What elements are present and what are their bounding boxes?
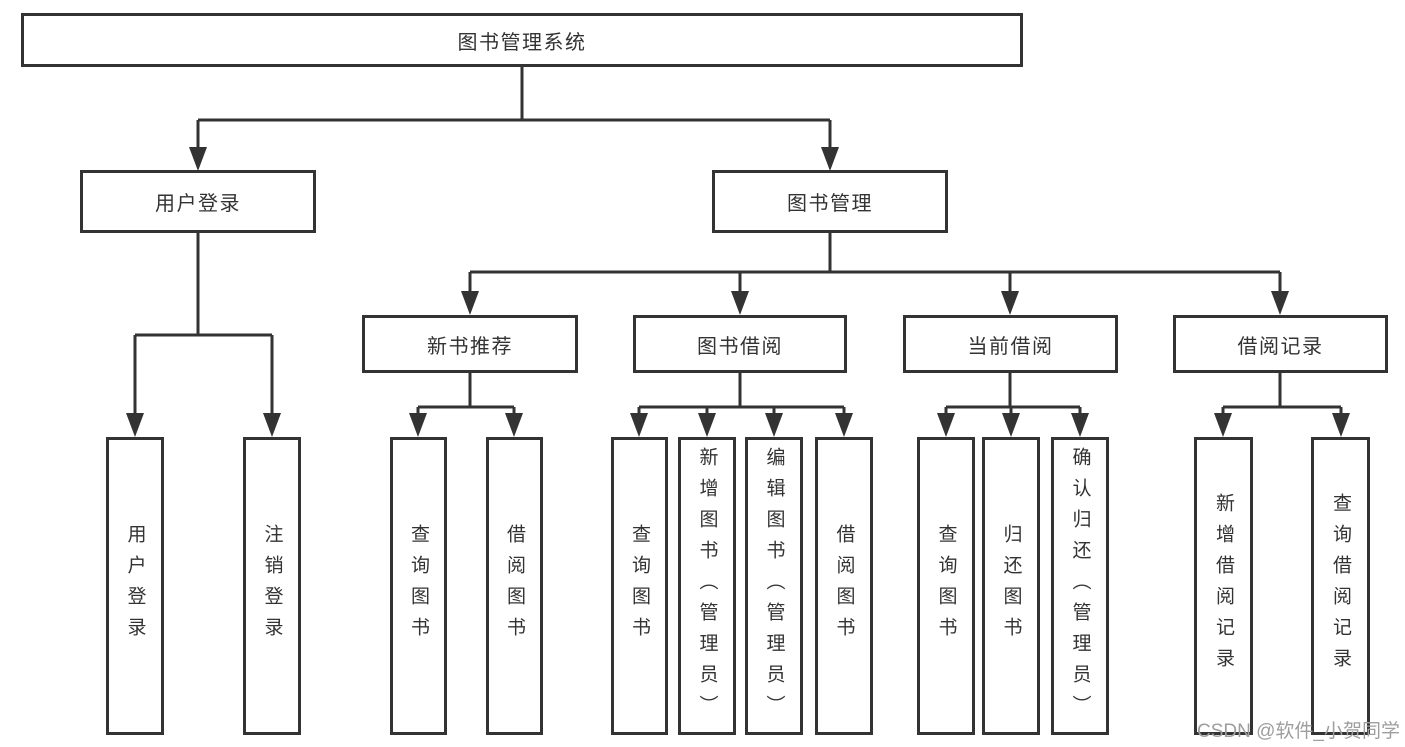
leaf-label: 查询图书 bbox=[629, 524, 650, 648]
leaf-query-books-current: 查询图书 bbox=[917, 437, 975, 735]
node-label: 借阅记录 bbox=[1237, 335, 1324, 358]
leaf-label: 注销登录 bbox=[261, 524, 283, 648]
node-new-book-recommend: 新书推荐 bbox=[362, 315, 578, 373]
leaf-label: 查询图书 bbox=[935, 524, 957, 648]
leaf-label: 借阅图书 bbox=[833, 524, 855, 648]
node-label: 图书管理系统 bbox=[457, 31, 587, 54]
node-current-borrow: 当前借阅 bbox=[903, 315, 1118, 373]
leaf-logout: 注销登录 bbox=[243, 437, 301, 735]
node-label: 当前借阅 bbox=[967, 335, 1054, 358]
leaf-confirm-return-admin: 确认归还（管理员） bbox=[1051, 437, 1109, 735]
leaf-label: 查询图书 bbox=[408, 524, 429, 648]
leaf-borrow-books: 借阅图书 bbox=[815, 437, 873, 735]
node-book-management: 图书管理 bbox=[712, 170, 948, 233]
leaf-label: 查询借阅记录 bbox=[1330, 493, 1351, 679]
node-borrow-records: 借阅记录 bbox=[1173, 315, 1388, 373]
leaf-label: 确认归还（管理员） bbox=[1069, 446, 1091, 726]
arrowheads bbox=[126, 147, 1350, 437]
leaf-label: 编辑图书（管理员） bbox=[763, 446, 785, 726]
leaf-label: 归还图书 bbox=[1000, 524, 1022, 648]
node-book-borrow: 图书借阅 bbox=[633, 315, 847, 373]
tree-edges bbox=[133, 67, 1343, 415]
leaf-query-books-borrow: 查询图书 bbox=[611, 437, 668, 735]
leaf-query-borrow-record: 查询借阅记录 bbox=[1311, 437, 1370, 735]
node-user-login: 用户登录 bbox=[80, 170, 316, 233]
leaf-query-books-recommend: 查询图书 bbox=[390, 437, 447, 735]
leaf-return-books: 归还图书 bbox=[982, 437, 1040, 735]
leaf-edit-book-admin: 编辑图书（管理员） bbox=[745, 437, 803, 735]
node-label: 新书推荐 bbox=[427, 335, 513, 358]
leaf-borrow-books-recommend: 借阅图书 bbox=[486, 437, 543, 735]
node-root: 图书管理系统 bbox=[21, 13, 1023, 67]
node-label: 图书管理 bbox=[787, 193, 873, 215]
leaf-add-borrow-record: 新增借阅记录 bbox=[1194, 437, 1253, 735]
csdn-watermark: CSDN @软件_小贺同学 bbox=[1197, 721, 1400, 742]
leaf-add-book-admin: 新增图书（管理员） bbox=[678, 437, 736, 735]
leaf-label: 借阅图书 bbox=[504, 524, 525, 648]
leaf-label: 新增借阅记录 bbox=[1213, 493, 1234, 679]
node-label: 用户登录 bbox=[155, 193, 241, 215]
leaf-label: 用户登录 bbox=[124, 524, 146, 648]
node-label: 图书借阅 bbox=[697, 335, 783, 358]
leaf-label: 新增图书（管理员） bbox=[696, 446, 718, 726]
leaf-user-login: 用户登录 bbox=[106, 437, 164, 735]
